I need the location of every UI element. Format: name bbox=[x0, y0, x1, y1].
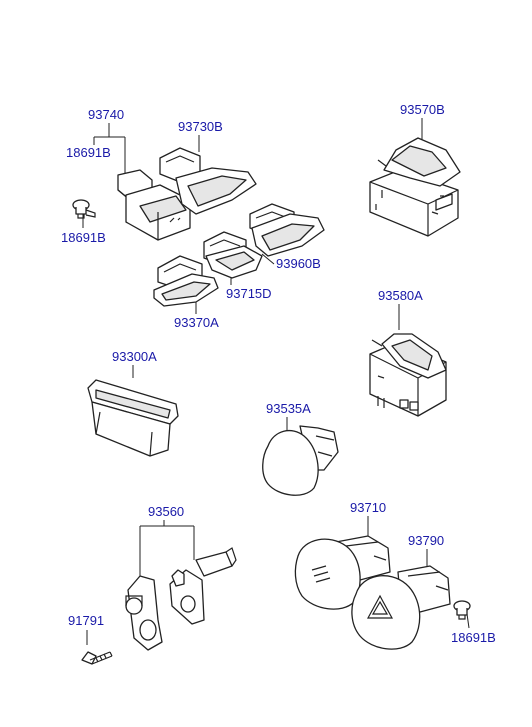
label-93300a: 93300A bbox=[112, 349, 157, 364]
screw-18691b-right bbox=[453, 600, 471, 620]
label-93740: 93740 bbox=[88, 107, 124, 122]
label-93790: 93790 bbox=[408, 533, 444, 548]
screw-91791 bbox=[81, 651, 113, 665]
label-93370a: 93370A bbox=[174, 315, 219, 330]
label-93535a: 93535A bbox=[266, 401, 311, 416]
door-switch-93560-left bbox=[125, 575, 163, 651]
switch-93740-assembly bbox=[117, 169, 191, 241]
label-93560: 93560 bbox=[148, 504, 184, 519]
switch-cover-93300a bbox=[87, 379, 179, 457]
label-91791: 91791 bbox=[68, 613, 104, 628]
label-93570b: 93570B bbox=[400, 102, 445, 117]
door-switch-93560-right bbox=[169, 547, 237, 625]
label-18691b-left: 18691B bbox=[61, 230, 106, 245]
label-18691b-right: 18691B bbox=[451, 630, 496, 645]
screw-18691b-left bbox=[72, 199, 96, 219]
label-93960b: 93960B bbox=[276, 256, 321, 271]
switch-93715d bbox=[203, 231, 263, 279]
switch-93370a bbox=[153, 255, 219, 307]
label-18691b-top: 18691B bbox=[66, 145, 111, 160]
label-93580a: 93580A bbox=[378, 288, 423, 303]
switch-93580a bbox=[369, 333, 447, 417]
label-93715d: 93715D bbox=[226, 286, 272, 301]
switch-93570b bbox=[369, 137, 461, 237]
switch-93730b bbox=[159, 147, 257, 215]
switch-93960b bbox=[249, 203, 325, 257]
leader-lines bbox=[82, 118, 470, 645]
label-93730b: 93730B bbox=[178, 119, 223, 134]
switch-93535a bbox=[262, 425, 339, 496]
label-93710: 93710 bbox=[350, 500, 386, 515]
switch-93790-hazard bbox=[351, 565, 451, 650]
